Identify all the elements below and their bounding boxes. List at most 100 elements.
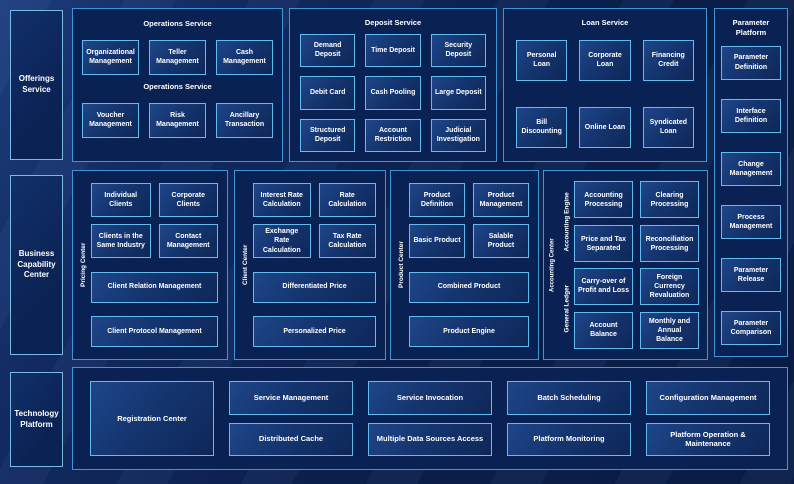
accounting-center-content: Accounting Engine Accounting Processing … xyxy=(560,181,699,349)
client-center-content: Interest Rate Calculation Rate Calculati… xyxy=(253,183,376,347)
box-contact-management: Contact Management xyxy=(158,224,218,258)
accounting-center-vlabel: Accounting Center xyxy=(549,238,556,292)
product-center-grid: Product Definition Product Management Ba… xyxy=(409,183,529,258)
box-ancillary-transaction: Ancillary Transaction xyxy=(216,102,273,138)
box-structured-deposit: Structured Deposit xyxy=(300,118,356,152)
box-platform-monitoring: Platform Monitoring xyxy=(507,422,631,456)
box-cash-management: Cash Management xyxy=(216,39,273,75)
technology-platform-text: Technology Platform xyxy=(14,408,59,429)
box-product-management: Product Management xyxy=(473,183,529,217)
box-clients-in-the-same-industry: Clients in the Same Industry xyxy=(91,224,151,258)
box-accounting-processing: Accounting Processing xyxy=(574,181,633,219)
box-security-deposit: Security Deposit xyxy=(430,33,486,68)
box-registration-center: Registration Center xyxy=(90,381,214,456)
pricing-center-vlabel: Pricing Center xyxy=(80,242,87,288)
offerings-service-label: Offerings Service xyxy=(10,10,63,160)
parameter-platform-panel: Parameter Platform Parameter Definition … xyxy=(714,8,788,357)
box-exchange-rate-calculation: Exchange Rate Calculation xyxy=(253,224,311,258)
box-account-balance: Account Balance xyxy=(574,311,633,349)
box-salable-product: Salable Product xyxy=(473,224,529,258)
operations-service-mid-title: Operations Service xyxy=(143,81,212,91)
box-batch-scheduling: Batch Scheduling xyxy=(507,381,631,415)
box-clearing-processing: Clearing Processing xyxy=(640,181,699,219)
box-parameter-definition: Parameter Definition xyxy=(721,45,781,80)
box-teller-management: Teller Management xyxy=(149,39,206,75)
accounting-center-panel: Accounting Center Accounting Engine Acco… xyxy=(543,170,708,360)
parameter-platform-boxes: Parameter Definition Interface Definitio… xyxy=(721,45,781,346)
box-risk-management: Risk Management xyxy=(149,102,206,138)
pricing-center-grid: Individual Clients Corporate Clients Cli… xyxy=(91,183,218,258)
box-process-management: Process Management xyxy=(721,204,781,239)
product-center-vlabel: Product Center xyxy=(398,241,405,289)
box-product-definition: Product Definition xyxy=(409,183,465,217)
accounting-engine-grid: Accounting Processing Clearing Processin… xyxy=(574,181,699,263)
box-basic-product: Basic Product xyxy=(409,224,465,258)
deposit-service-panel: Deposit Service Demand Deposit Time Depo… xyxy=(289,8,497,162)
pricing-center-content: Individual Clients Corporate Clients Cli… xyxy=(91,183,218,347)
client-center-panel: Client Center Interest Rate Calculation … xyxy=(234,170,386,360)
box-online-loan: Online Loan xyxy=(579,106,631,148)
box-cash-pooling: Cash Pooling xyxy=(365,76,421,110)
box-product-engine: Product Engine xyxy=(409,316,529,347)
box-service-invocation: Service Invocation xyxy=(368,381,492,415)
box-parameter-comparison: Parameter Comparison xyxy=(721,310,781,345)
box-service-management: Service Management xyxy=(229,381,353,415)
operations-row-2: Voucher Management Risk Management Ancil… xyxy=(82,102,273,138)
operations-service-title: Operations Service xyxy=(143,19,212,28)
box-price-and-tax-separated: Price and Tax Separated xyxy=(574,225,633,263)
box-client-relation-management: Client Relation Management xyxy=(91,271,218,303)
bottom-column-2: Service Invocation Multiple Data Sources… xyxy=(368,381,492,456)
technology-platform-label: Technology Platform xyxy=(10,372,63,467)
box-large-deposit: Large Deposit xyxy=(430,76,486,110)
box-platform-operation-maintenance: Platform Operation & Maintenance xyxy=(646,422,770,456)
operations-row-1: Organizational Management Teller Managem… xyxy=(82,39,273,75)
box-bill-discounting: Bill Discounting xyxy=(516,106,568,148)
box-monthly-and-annual-balance: Monthly and Annual Balance xyxy=(640,311,699,349)
box-voucher-management: Voucher Management xyxy=(82,102,139,138)
box-financing-credit: Financing Credit xyxy=(642,39,694,81)
general-ledger-group: General Ledger Carry-over of Profit and … xyxy=(560,267,699,349)
business-capability-center-label: Business Capability Center xyxy=(10,175,63,355)
business-capability-center-text: Business Capability Center xyxy=(17,248,56,280)
box-organizational-management: Organizational Management xyxy=(82,39,139,75)
box-corporate-loan: Corporate Loan xyxy=(579,39,631,81)
box-client-protocol-management: Client Protocol Management xyxy=(91,316,218,347)
box-tax-rate-calculation: Tax Rate Calculation xyxy=(318,224,376,258)
box-debit-card: Debit Card xyxy=(300,76,356,110)
box-carry-over-of-profit-and-loss: Carry-over of Profit and Loss xyxy=(574,267,633,305)
box-combined-product: Combined Product xyxy=(409,271,529,303)
box-syndicated-loan: Syndicated Loan xyxy=(642,106,694,148)
box-individual-clients: Individual Clients xyxy=(91,183,151,217)
product-center-panel: Product Center Product Definition Produc… xyxy=(390,170,539,360)
box-distributed-cache: Distributed Cache xyxy=(229,422,353,456)
box-parameter-release: Parameter Release xyxy=(721,257,781,292)
box-rate-calculation: Rate Calculation xyxy=(318,183,376,217)
bottom-column-1: Service Management Distributed Cache xyxy=(229,381,353,456)
bottom-column-3: Batch Scheduling Platform Monitoring xyxy=(507,381,631,456)
box-judicial-investigation: Judicial Investigation xyxy=(430,118,486,152)
accounting-engine-vlabel: Accounting Engine xyxy=(563,192,571,252)
box-personalized-price: Personalized Price xyxy=(253,316,376,347)
loan-service-title: Loan Service xyxy=(581,18,629,27)
box-personal-loan: Personal Loan xyxy=(516,39,568,81)
accounting-engine-group: Accounting Engine Accounting Processing … xyxy=(560,181,699,263)
pricing-center-panel: Pricing Center Individual Clients Corpor… xyxy=(72,170,228,360)
box-interest-rate-calculation: Interest Rate Calculation xyxy=(253,183,311,217)
box-differentiated-price: Differentiated Price xyxy=(253,271,376,303)
client-center-grid: Interest Rate Calculation Rate Calculati… xyxy=(253,183,376,258)
offerings-service-text: Offerings Service xyxy=(18,74,55,94)
loan-grid: Personal Loan Corporate Loan Financing C… xyxy=(516,39,694,148)
deposit-grid: Demand Deposit Time Deposit Security Dep… xyxy=(300,33,486,152)
client-center-vlabel: Client Center xyxy=(242,244,249,286)
box-multiple-data-sources-access: Multiple Data Sources Access xyxy=(368,422,492,456)
deposit-service-title: Deposit Service xyxy=(364,18,422,27)
box-configuration-management: Configuration Management xyxy=(646,381,770,415)
bottom-column-4: Configuration Management Platform Operat… xyxy=(646,381,770,456)
general-ledger-grid: Carry-over of Profit and Loss Foreign Cu… xyxy=(574,267,699,349)
box-account-restriction: Account Restriction xyxy=(365,118,421,152)
loan-service-panel: Loan Service Personal Loan Corporate Loa… xyxy=(503,8,707,162)
product-center-content: Product Definition Product Management Ba… xyxy=(409,183,529,347)
box-foreign-currency-revaluation: Foreign Currency Revaluation xyxy=(640,267,699,305)
box-change-management: Change Management xyxy=(721,151,781,186)
